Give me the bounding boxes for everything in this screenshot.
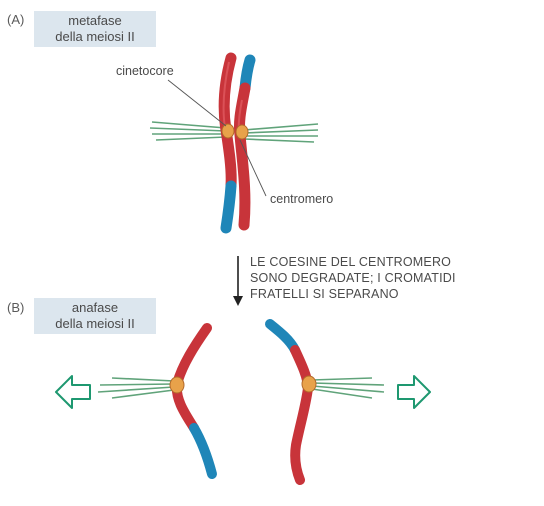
anaphase-kinetochore-right (301, 375, 317, 393)
metaphase-kinetochore-right (235, 124, 249, 140)
anaphase-spindle-fibers-left (97, 377, 175, 399)
panel-b-stage-line1: anafase (71, 300, 119, 315)
kinetochore-label: cinetocore (116, 64, 174, 78)
panel-a-stage-line1: metafase (68, 13, 122, 28)
caption-line1: LE COESINE DEL CENTROMERO (250, 255, 452, 269)
process-caption: LE COESINE DEL CENTROMERO SONO DEGRADATE… (250, 254, 456, 302)
arrow-left-icon (55, 375, 91, 409)
centromere-leader-line (239, 139, 267, 197)
kinetochore-leader-line (167, 79, 227, 127)
panel-a-letter: (A) (7, 12, 25, 27)
anaphase-spindle-fibers-right (311, 377, 385, 399)
caption-line3: FRATELLI SI SEPARANO (250, 287, 399, 301)
panel-b-stage-label: anafase della meiosi II (34, 298, 156, 334)
panel-b-letter: (B) (7, 300, 25, 315)
panel-a-stage-line2: della meiosi II (55, 29, 135, 44)
arrow-down-icon (233, 256, 243, 306)
anaphase-chromatid-left (171, 323, 217, 479)
arrow-right-icon (397, 375, 431, 409)
centromere-label: centromero (270, 192, 334, 206)
panel-b-stage-line2: della meiosi II (55, 316, 135, 331)
metaphase-chromatid-left (218, 52, 237, 234)
metaphase-kinetochore-left (221, 123, 235, 139)
metaphase-spindle-fibers (149, 121, 319, 143)
metaphase-chromatid-right (234, 54, 256, 231)
anaphase-chromatid-right (265, 319, 314, 485)
caption-line2: SONO DEGRADATE; I CROMATIDI (250, 271, 456, 285)
anaphase-kinetochore-left (169, 376, 185, 394)
panel-a-stage-label: metafase della meiosi II (34, 11, 156, 47)
